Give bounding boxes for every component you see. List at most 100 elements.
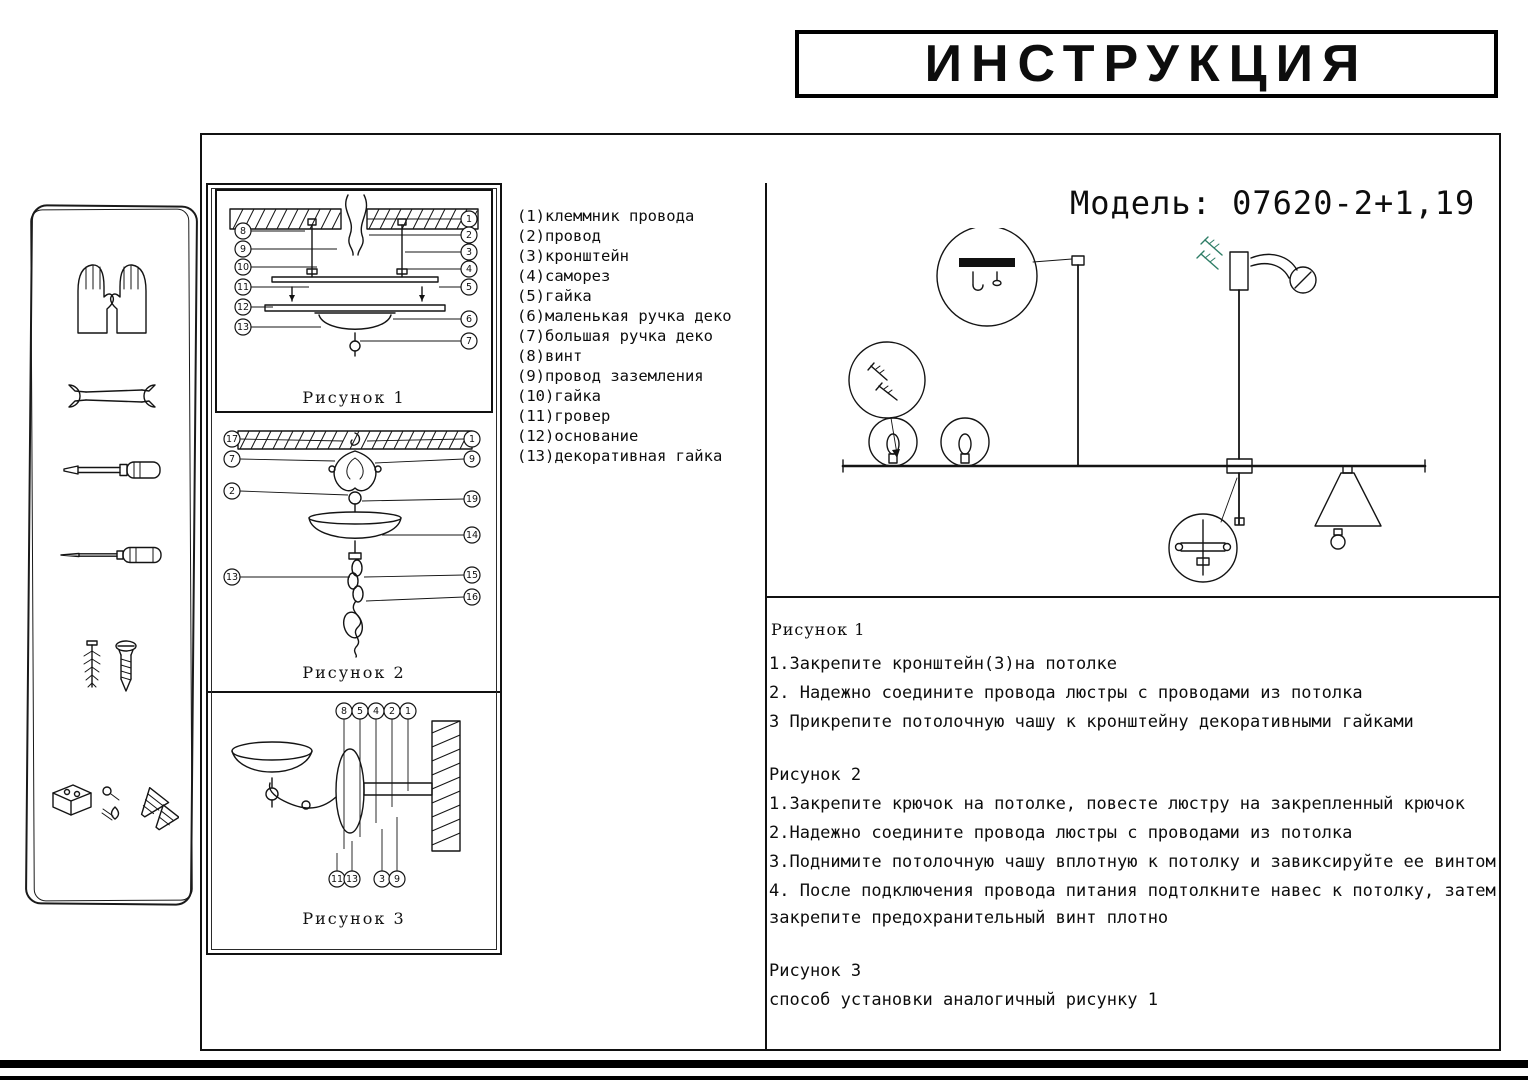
svg-text:4: 4 — [373, 706, 379, 717]
svg-text:12: 12 — [237, 302, 249, 313]
svg-text:2: 2 — [466, 230, 472, 241]
screw-and-anchor-icon — [28, 637, 195, 697]
fig2-callout-right-6: 16 — [463, 588, 481, 606]
svg-text:6: 6 — [466, 314, 472, 325]
sconce-shade — [231, 741, 313, 808]
cross-screwdriver-icon — [28, 543, 195, 567]
part-item: (9)провод заземления — [517, 367, 704, 385]
canopy-cup — [308, 491, 402, 560]
part-item: (6)маленькая ручка деко — [517, 307, 732, 325]
svg-text:8: 8 — [240, 226, 246, 237]
leader-lines — [239, 438, 465, 602]
ceiling-hook-ornament — [328, 432, 382, 492]
fig2-callout-left-4: 13 — [223, 568, 241, 586]
fig2-callout-right-2: 9 — [463, 450, 481, 468]
horizontal-divider — [767, 596, 1501, 598]
svg-text:11: 11 — [331, 874, 343, 885]
instructions-text: Рисунок 1 1.Закрепите кронштейн(3)на пот… — [769, 612, 1499, 1016]
fig3-callout-top-1: 8 — [335, 702, 353, 720]
part-item: (5)гайка — [517, 287, 592, 305]
accent-screws — [1196, 236, 1223, 270]
fig1-callout-right-1: 1 — [460, 210, 478, 228]
bracket-attach-detail — [1196, 236, 1317, 526]
svg-text:19: 19 — [466, 494, 478, 505]
fig3-callout-bottom-2: 13 — [343, 870, 361, 888]
part-item: (1)клеммник провода — [517, 207, 695, 225]
instructions-fig2-heading: Рисунок 2 — [769, 765, 862, 785]
svg-text:11: 11 — [237, 282, 249, 293]
svg-text:9: 9 — [469, 454, 475, 465]
part-item: (12)основание — [517, 427, 639, 445]
figure-3-diagram: 8 5 4 2 1 11 13 3 9 — [231, 702, 461, 888]
svg-text:1: 1 — [405, 706, 411, 717]
instruction-step: способ установки аналогичный рисунку 1 — [769, 990, 1158, 1010]
fig1-callout-right-7: 7 — [460, 332, 478, 350]
part-item: (8)винт — [517, 347, 583, 365]
svg-text:13: 13 — [346, 874, 358, 885]
svg-text:4: 4 — [466, 264, 472, 275]
svg-text:5: 5 — [357, 706, 363, 717]
svg-text:5: 5 — [466, 282, 472, 293]
cone-shade — [1314, 465, 1382, 550]
title-box: ИНСТРУКЦИЯ — [795, 30, 1498, 98]
figure-1-box: 8 9 10 11 12 13 1 2 3 4 5 6 7 Рисунок 1 — [215, 189, 493, 413]
figure-3-label: Рисунок 3 — [302, 909, 406, 928]
fig1-callout-left-4: 11 — [234, 278, 252, 296]
fig3-callout-top-4: 2 — [383, 702, 401, 720]
instruction-step: 2. Надежно соедините провода люстры с пр… — [769, 683, 1363, 703]
suspension-rod — [1071, 255, 1085, 467]
fig2-callout-right-3: 19 — [463, 490, 481, 508]
fig1-callout-left-6: 13 — [234, 318, 252, 336]
part-item: (7)большая ручка деко — [517, 327, 713, 345]
svg-text:10: 10 — [237, 262, 249, 273]
figure-2-diagram: 17 7 2 13 1 9 19 14 15 16 — [223, 430, 481, 658]
fig2-callout-right-1: 1 — [463, 430, 481, 448]
chandelier-bar — [841, 459, 1427, 473]
instructions-fig3-heading: Рисунок 3 — [769, 961, 862, 981]
parts-list: (1)клеммник провода (2)провод (3)кронште… — [517, 207, 769, 467]
svg-text:1: 1 — [469, 434, 475, 445]
svg-text:13: 13 — [226, 572, 238, 583]
fig3-callout-bottom-4: 9 — [388, 870, 406, 888]
fig1-callout-left-2: 9 — [234, 240, 252, 258]
fig3-callout-bottom-1: 11 — [328, 870, 346, 888]
instruction-step: 1.Закрепите крючок на потолке, повесте л… — [769, 794, 1465, 814]
fig1-callout-right-5: 5 — [460, 278, 478, 296]
figure-1-label: Рисунок 1 — [302, 388, 406, 407]
svg-text:3: 3 — [466, 247, 472, 258]
svg-text:7: 7 — [229, 454, 235, 465]
leader-lines — [336, 719, 409, 871]
fig3-callout-top-5: 1 — [399, 702, 417, 720]
bulb-detail-right — [940, 417, 990, 467]
figures-panel: 8 9 10 11 12 13 1 2 3 4 5 6 7 Рисунок 1 — [206, 183, 502, 955]
fig1-callout-right-3: 3 — [460, 243, 478, 261]
part-item: (2)провод — [517, 227, 601, 245]
model-label: Модель: 07620-2+1,19 — [1070, 184, 1476, 222]
fig1-callout-left-3: 10 — [234, 258, 252, 276]
svg-text:9: 9 — [394, 874, 400, 885]
ceiling-cup — [264, 304, 446, 357]
part-item: (13)декоративная гайка — [517, 447, 723, 465]
fig1-callout-right-2: 2 — [460, 226, 478, 244]
ceiling-mount-detail — [936, 228, 1073, 327]
svg-text:1: 1 — [466, 214, 472, 225]
fig1-callout-right-6: 6 — [460, 310, 478, 328]
main-content-frame — [200, 133, 1501, 1051]
vertical-divider — [765, 183, 767, 1051]
svg-text:14: 14 — [466, 530, 478, 541]
fig1-callout-right-4: 4 — [460, 260, 478, 278]
svg-text:2: 2 — [389, 706, 395, 717]
fig1-callout-left-1: 8 — [234, 222, 252, 240]
fig3-callout-top-3: 4 — [367, 702, 385, 720]
scan-artifact-bar — [0, 1060, 1528, 1068]
instruction-step: 2.Надежно соедините провода люстры с про… — [769, 823, 1353, 843]
fig3-callout-top-2: 5 — [351, 702, 369, 720]
part-item: (3)кронштейн — [517, 247, 629, 265]
fig1-callout-left-5: 12 — [234, 298, 252, 316]
svg-text:17: 17 — [226, 434, 238, 445]
instruction-step: 3.Поднимите потолочную чашу вплотную к п… — [769, 852, 1496, 872]
part-item: (10)гайка — [517, 387, 601, 405]
chandelier-diagram — [841, 228, 1427, 583]
instruction-step: 1.Закрепите кронштейн(3)на потолке — [769, 654, 1117, 674]
part-item: (11)гровер — [517, 407, 611, 425]
